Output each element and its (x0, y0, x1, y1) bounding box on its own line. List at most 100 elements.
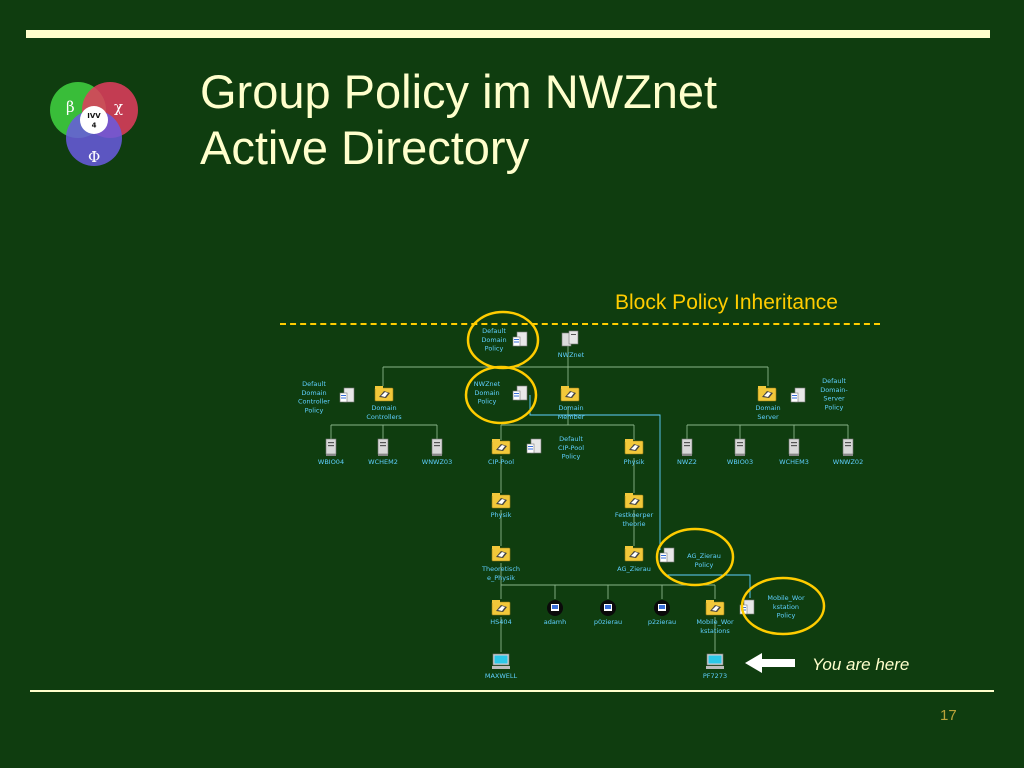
label-wchem3: WCHEM3 (779, 458, 809, 466)
label-wnwz03: WNWZ03 (422, 458, 452, 466)
label-line: Controller (298, 398, 330, 406)
mobile-workstations-ou-icon (705, 599, 725, 616)
highlight-mobile-ws-policy (740, 576, 826, 636)
label-line: AG_Zierau (617, 565, 651, 573)
ag-zierau-policy-icon (659, 547, 675, 563)
physik-top-ou-icon (624, 438, 644, 455)
label-line: Domain (301, 389, 326, 397)
label-line: p2zierau (648, 618, 676, 626)
wbio04-server-icon (325, 438, 337, 457)
label-line: Policy (485, 345, 504, 353)
label-line: Physik (624, 458, 645, 466)
block-policy-label: Block Policy Inheritance (615, 291, 838, 314)
p2zierau-user-icon (654, 600, 670, 616)
label-line: AG_Zierau (687, 552, 721, 560)
label-line: Domain (481, 336, 506, 344)
festkoerper-ou-icon (624, 492, 644, 509)
title-line-1: Group Policy im NWZnet (200, 65, 718, 118)
domain-member-ou-icon (560, 385, 580, 402)
label-line: Policy (777, 612, 796, 620)
label-line: WNWZ02 (833, 458, 863, 466)
label-physik: Physik (491, 511, 512, 519)
label-line: Mobile_Wor (767, 594, 805, 602)
label-line: Default (559, 435, 583, 443)
label-line: Default (302, 380, 326, 388)
label-ag-zierau: AG_Zierau (617, 565, 651, 573)
dc-policy-icon (339, 387, 355, 403)
label-line: Policy (695, 561, 714, 569)
wchem2-server-icon (377, 438, 389, 457)
p0zierau-user-icon (600, 600, 616, 616)
label-adamh: adamh (544, 618, 567, 626)
label-line: Domain (755, 404, 780, 412)
label-line: MAXWELL (485, 672, 518, 680)
label-line: kstation (773, 603, 799, 611)
you-are-here-label: You are here (812, 655, 910, 674)
label-line: Mobile_Wor (696, 618, 734, 626)
label-line: Member (558, 413, 585, 421)
default-domain-policy-icon (512, 331, 528, 347)
label-line: Physik (491, 511, 512, 519)
block-inheritance-dashed-line (280, 323, 880, 325)
nwznet-domain-policy-icon (512, 385, 528, 401)
label-line: WBIO03 (727, 458, 753, 466)
label-wbio03: WBIO03 (727, 458, 753, 466)
label-line: HS404 (490, 618, 511, 626)
label-physik-top: Physik (624, 458, 645, 466)
label-line: WCHEM3 (779, 458, 809, 466)
ag-zierau-ou-icon (624, 545, 644, 562)
label-nwznet: NWZnet (558, 351, 585, 359)
label-line: WNWZ03 (422, 458, 452, 466)
label-line: theorie (622, 520, 645, 528)
label-line: Default (482, 327, 506, 335)
label-line: CIP-Pool (558, 444, 584, 452)
label-line: Policy (562, 453, 581, 461)
label-line: Domain (371, 404, 396, 412)
top-rule (26, 30, 990, 38)
nwz2-server-icon (681, 438, 693, 457)
cip-pool-ou-icon (491, 438, 511, 455)
label-hs404: HS404 (490, 618, 511, 626)
label-line: e_Physik (487, 574, 515, 582)
label-maxwell: MAXWELL (485, 672, 518, 680)
page-number: 17 (940, 707, 957, 724)
label-line: Default (822, 377, 846, 385)
label-line: Policy (478, 398, 497, 406)
hs404-ou-icon (491, 599, 511, 616)
adamh-user-icon (547, 600, 563, 616)
logo-beta: β (66, 98, 75, 116)
label-line: Server (757, 413, 779, 421)
label-line: NWZ2 (677, 458, 697, 466)
label-line: p0zierau (594, 618, 622, 626)
label-line: Festkoerper (615, 511, 654, 519)
label-line: WCHEM2 (368, 458, 398, 466)
label-line: PF7273 (703, 672, 727, 680)
label-line: Controllers (366, 413, 402, 421)
label-p0zierau: p0zierau (594, 618, 622, 626)
logo-chi: χ (114, 98, 123, 116)
label-line: Policy (825, 403, 844, 411)
tree-connectors (330, 340, 849, 652)
label-line: WBIO04 (318, 458, 344, 466)
logo-phi: Φ (88, 148, 100, 166)
nwznet-domain-icon (561, 330, 579, 347)
theoretische-ou-icon (491, 545, 511, 562)
page-title: Group Policy im NWZnet Active Directory (200, 64, 717, 176)
bottom-rule (30, 690, 994, 692)
label-p2zierau: p2zierau (648, 618, 676, 626)
cip-pool-policy-icon (526, 438, 542, 454)
label-line: NWZnet (558, 351, 585, 359)
wnwz03-server-icon (431, 438, 443, 457)
